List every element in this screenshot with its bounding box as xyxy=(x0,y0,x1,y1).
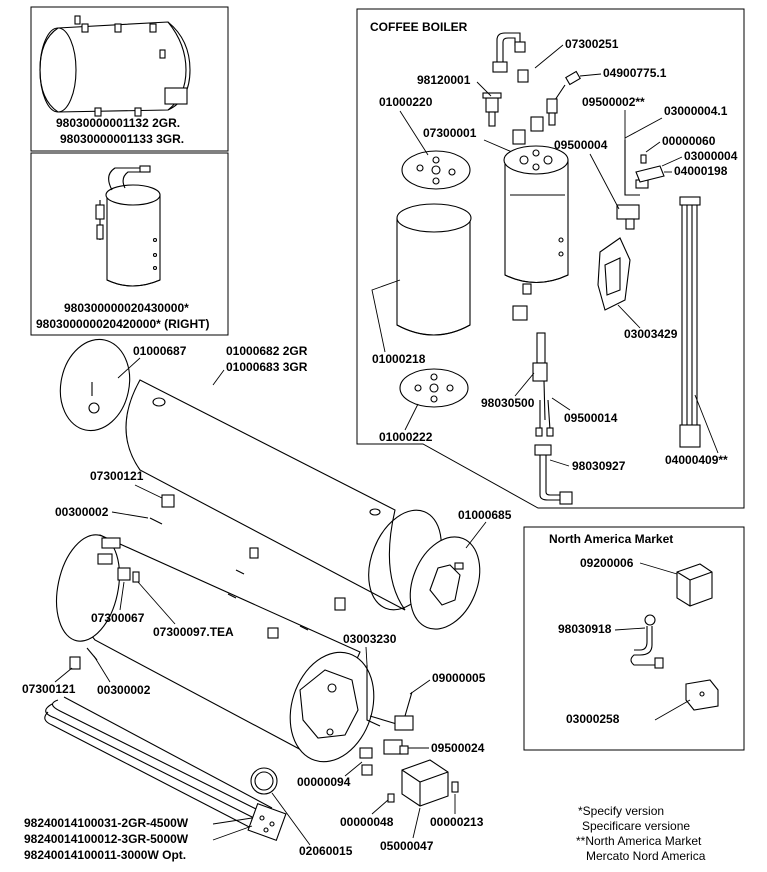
label-04000409: 04000409** xyxy=(665,453,728,467)
cable-harness-04000409 xyxy=(679,196,701,448)
heater-element xyxy=(44,696,287,841)
label-07300251: 07300251 xyxy=(565,37,619,51)
relay-05000047 xyxy=(401,759,449,807)
label-heater-2gr: 98240014100031-2GR-4500W xyxy=(24,816,189,830)
label-00000094: 00000094 xyxy=(297,775,351,789)
label-09500004: 09500004 xyxy=(554,138,608,152)
fitting-07300097 xyxy=(132,571,140,583)
label-01000685: 01000685 xyxy=(458,508,512,522)
bracket-03000004 xyxy=(635,165,665,183)
screw-00000213 xyxy=(451,781,459,793)
label-03000004: 03000004 xyxy=(684,149,738,163)
note-specify-version: *Specify version xyxy=(578,804,664,818)
bracket-03000258 xyxy=(685,679,719,711)
sensor-04900775 xyxy=(546,70,581,126)
bottom-cover-01000222 xyxy=(399,368,469,408)
pin-00300002-a xyxy=(149,517,163,525)
label-07300097: 07300097.TEA xyxy=(153,625,234,639)
drain-fitting xyxy=(512,305,528,321)
label-03000004-1: 03000004.1 xyxy=(664,104,728,118)
relay-09200006 xyxy=(676,563,713,607)
cylinder-01000218 xyxy=(396,203,472,336)
small-vertical-boiler-drawing xyxy=(95,165,161,287)
flange-plate xyxy=(299,669,359,739)
label-98030500: 98030500 xyxy=(481,396,535,410)
label-98030918: 98030918 xyxy=(558,622,612,636)
label-09500014: 09500014 xyxy=(564,411,618,425)
screw-00000048 xyxy=(387,793,395,803)
top-cover-01000220 xyxy=(401,150,471,190)
screw-00000094 xyxy=(359,747,373,759)
label-03003429: 03003429 xyxy=(624,327,678,341)
note-mercato-nord-america: Mercato Nord America xyxy=(586,849,706,863)
label-03003230: 03003230 xyxy=(343,632,397,646)
label-01000687: 01000687 xyxy=(133,344,187,358)
part-09000005 xyxy=(369,691,414,731)
coffee-boiler-box xyxy=(356,8,745,509)
label-00000060: 00000060 xyxy=(662,134,716,148)
label-01000218: 01000218 xyxy=(372,352,426,366)
label-09000005: 09000005 xyxy=(432,671,486,685)
label-00000213: 00000213 xyxy=(430,815,484,829)
label-09500002: 09500002** xyxy=(582,95,645,109)
label-03000258: 03000258 xyxy=(566,712,620,726)
screw-00000060 xyxy=(640,154,647,164)
label-07300121-a: 07300121 xyxy=(90,469,144,483)
north-america-box xyxy=(523,526,745,751)
fitting-07300067 xyxy=(117,567,131,581)
label-small-boiler-b: 980300000020420000* (RIGHT) xyxy=(36,317,209,331)
label-00000048: 00000048 xyxy=(340,815,394,829)
fitting-07300121-b xyxy=(69,656,81,670)
label-01000220: 01000220 xyxy=(379,95,433,109)
north-america-title: North America Market xyxy=(549,532,673,546)
small-boiler-variant-box xyxy=(30,152,229,336)
label-01000682: 01000682 2GR xyxy=(226,344,308,358)
label-01000222: 01000222 xyxy=(379,430,433,444)
label-98120001: 98120001 xyxy=(417,73,471,87)
end-cap-01000687 xyxy=(59,338,131,432)
bracket-03000004-1 xyxy=(624,140,640,196)
fitting-07300001 xyxy=(512,116,544,145)
label-98030927: 98030927 xyxy=(572,459,626,473)
label-09200006: 09200006 xyxy=(580,556,634,570)
fitting-07300121-a xyxy=(161,494,175,508)
gasket-02060015 xyxy=(250,767,278,795)
label-top-boiler-3gr: 98030000001133 3GR. xyxy=(60,132,184,146)
bracket-03003429 xyxy=(597,237,631,311)
probe-98030500 xyxy=(532,332,554,437)
label-top-boiler-2gr: 98030000001132 2GR. xyxy=(56,116,180,130)
coffee-boiler-title: COFFEE BOILER xyxy=(370,20,468,34)
label-09500024: 09500024 xyxy=(431,741,485,755)
label-02060015: 02060015 xyxy=(299,844,353,858)
main-boiler-cylinder xyxy=(56,534,375,763)
note-specificare-versione: Specificare versione xyxy=(582,819,690,833)
end-plate-01000685 xyxy=(409,536,481,630)
fitting-07300251 xyxy=(517,69,529,83)
label-small-boiler-a: 980300000020430000* xyxy=(64,301,189,315)
label-heater-3gr: 98240014100012-3GR-5000W xyxy=(24,832,189,846)
bracket-03003230 xyxy=(366,665,381,727)
pipe-07300251 xyxy=(496,32,521,62)
horizontal-boiler-drawing xyxy=(39,15,191,117)
boiler-variant-box xyxy=(30,6,229,152)
label-05000047: 05000047 xyxy=(380,839,434,853)
label-07300067: 07300067 xyxy=(91,611,145,625)
label-heater-opt: 98240014100011-3000W Opt. xyxy=(24,848,186,862)
pipe-98030918 xyxy=(630,614,664,669)
thermostat-09500004 xyxy=(616,204,640,230)
label-04900775: 04900775.1 xyxy=(603,66,667,80)
label-01000683: 01000683 3GR xyxy=(226,360,308,374)
label-00300002-a: 00300002 xyxy=(55,505,109,519)
label-07300001: 07300001 xyxy=(423,126,477,140)
valve-98120001 xyxy=(482,92,502,127)
label-00300002-b: 00300002 xyxy=(97,683,151,697)
part-09500024 xyxy=(383,739,409,755)
pipe-98030927 xyxy=(539,455,565,501)
note-north-america: **North America Market xyxy=(576,834,702,848)
coffee-boiler-body xyxy=(503,145,569,321)
label-07300121-b: 07300121 xyxy=(22,682,76,696)
label-04000198: 04000198 xyxy=(674,164,728,178)
